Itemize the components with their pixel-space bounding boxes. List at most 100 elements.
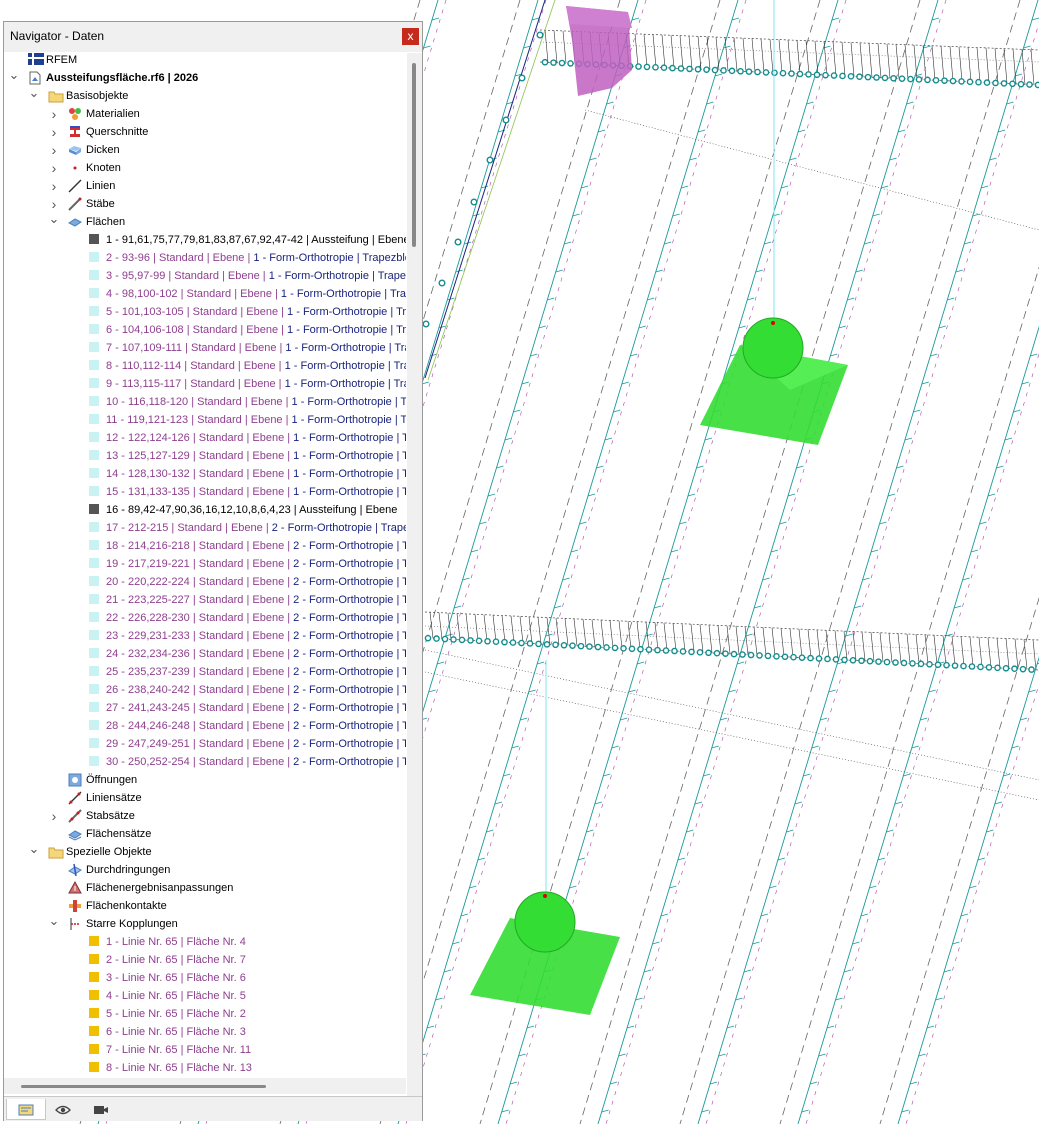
tree-row[interactable]: ⌄Aussteifungsfläche.rf6 | 2026 <box>4 69 406 87</box>
tree-row[interactable]: 3 - Linie Nr. 65 | Fläche Nr. 6 <box>4 969 406 987</box>
tree-row-label: Flächenergebnisanpassungen <box>86 882 234 894</box>
tree-row[interactable]: 12 - 122,124-126 | Standard | Ebene | 1 … <box>4 429 406 447</box>
tree-row[interactable]: 22 - 226,228-230 | Standard | Ebene | 2 … <box>4 609 406 627</box>
tree-row[interactable]: 1 - 91,61,75,77,79,81,83,87,67,92,47-42 … <box>4 231 406 249</box>
vertical-scroll-thumb[interactable] <box>412 63 416 247</box>
chevron-right-icon[interactable]: › <box>51 160 57 176</box>
standard-surface-icon <box>88 341 102 355</box>
tree-row[interactable]: 16 - 89,42-47,90,36,16,12,10,8,6,4,23 | … <box>4 501 406 519</box>
chevron-down-icon[interactable]: ⌄ <box>48 213 60 226</box>
tree-row-orthotropy: 1 - Form-Orthotropie | Trapezblech <box>293 432 406 444</box>
tree-row[interactable]: 27 - 241,243-245 | Standard | Ebene | 2 … <box>4 699 406 717</box>
tree-row[interactable]: 14 - 128,130-132 | Standard | Ebene | 1 … <box>4 465 406 483</box>
tree-row[interactable]: 13 - 125,127-129 | Standard | Ebene | 1 … <box>4 447 406 465</box>
standard-surface-icon <box>88 287 102 301</box>
tree-row[interactable]: 15 - 131,133-135 | Standard | Ebene | 1 … <box>4 483 406 501</box>
standard-surface-icon <box>88 593 102 607</box>
close-icon[interactable]: x <box>402 28 419 45</box>
tree-row[interactable]: Flächensätze <box>4 825 406 843</box>
opening-icon <box>68 773 82 787</box>
tree-row[interactable]: Durchdringungen <box>4 861 406 879</box>
tree-row[interactable]: 9 - 113,115-117 | Standard | Ebene | 1 -… <box>4 375 406 393</box>
tree-row[interactable]: 28 - 244,246-248 | Standard | Ebene | 2 … <box>4 717 406 735</box>
tree-row-label: Stäbe <box>86 198 115 210</box>
tree-row[interactable]: 1 - Linie Nr. 65 | Fläche Nr. 4 <box>4 933 406 951</box>
tree-row[interactable]: Flächenergebnisanpassungen <box>4 879 406 897</box>
tree-row[interactable]: 2 - 93-96 | Standard | Ebene | 1 - Form-… <box>4 249 406 267</box>
tree-row[interactable]: 5 - Linie Nr. 65 | Fläche Nr. 2 <box>4 1005 406 1023</box>
tree-row[interactable]: ›Querschnitte <box>4 123 406 141</box>
tree-row[interactable]: 26 - 238,240-242 | Standard | Ebene | 2 … <box>4 681 406 699</box>
support-box-top[interactable] <box>566 6 632 96</box>
surface-set-icon <box>68 827 82 841</box>
tree-row[interactable]: 18 - 214,216-218 | Standard | Ebene | 2 … <box>4 537 406 555</box>
standard-surface-icon <box>88 449 102 463</box>
tree-row[interactable]: › Stäbe <box>4 195 406 213</box>
tree-row[interactable]: 7 - 107,109-111 | Standard | Ebene | 1 -… <box>4 339 406 357</box>
tree-row[interactable]: 3 - 95,97-99 | Standard | Ebene | 1 - Fo… <box>4 267 406 285</box>
tree-row[interactable]: 8 - 110,112-114 | Standard | Ebene | 1 -… <box>4 357 406 375</box>
tree-row[interactable]: 21 - 223,225-227 | Standard | Ebene | 2 … <box>4 591 406 609</box>
chevron-down-icon[interactable]: ⌄ <box>48 915 60 928</box>
tree-row[interactable]: 20 - 220,222-224 | Standard | Ebene | 2 … <box>4 573 406 591</box>
camera-icon <box>93 1103 109 1121</box>
tree-row[interactable]: ⌄Starre Kopplungen <box>4 915 406 933</box>
tree-row[interactable]: Öffnungen <box>4 771 406 789</box>
chevron-right-icon[interactable]: › <box>51 142 57 158</box>
horizontal-scroll-thumb[interactable] <box>21 1085 266 1088</box>
chevron-down-icon[interactable]: ⌄ <box>28 843 40 856</box>
model-file-icon <box>28 71 42 85</box>
tree-row[interactable]: ›Knoten <box>4 159 406 177</box>
chevron-right-icon[interactable]: › <box>51 124 57 140</box>
tree-row-label: 21 - 223,225-227 | Standard | Ebene | 2 … <box>106 591 406 609</box>
vertical-scrollbar[interactable] <box>407 53 422 1099</box>
tree-row[interactable]: ›Linien <box>4 177 406 195</box>
column-support-lower[interactable] <box>470 660 620 1015</box>
tab-data[interactable] <box>6 1099 46 1120</box>
tree-row[interactable]: 24 - 232,234-236 | Standard | Ebene | 2 … <box>4 645 406 663</box>
column-support-upper[interactable] <box>700 0 848 445</box>
tree-row-orthotropy: 1 - Form-Orthotropie | Trapezblech <box>284 378 406 390</box>
tree-row[interactable]: 4 - Linie Nr. 65 | Fläche Nr. 5 <box>4 987 406 1005</box>
tree-row[interactable]: 23 - 229,231-233 | Standard | Ebene | 2 … <box>4 627 406 645</box>
tree-row[interactable]: 8 - Linie Nr. 65 | Fläche Nr. 13 <box>4 1059 406 1077</box>
tree-row-label: 8 - 110,112-114 | Standard | Ebene | 1 -… <box>106 357 406 375</box>
tree-row[interactable]: ›Materialien <box>4 105 406 123</box>
tree-row[interactable]: ⌄Basisobjekte <box>4 87 406 105</box>
tree-row[interactable]: 6 - 104,106-108 | Standard | Ebene | 1 -… <box>4 321 406 339</box>
chevron-right-icon[interactable]: › <box>51 196 57 212</box>
tree-row[interactable]: 19 - 217,219-221 | Standard | Ebene | 2 … <box>4 555 406 573</box>
chevron-right-icon[interactable]: › <box>51 178 57 194</box>
tab-display[interactable] <box>44 1099 82 1119</box>
tree-row-orthotropy: 2 - Form-Orthotropie | Trapezblech <box>293 684 406 696</box>
tree-row[interactable]: ⌄Flächen <box>4 213 406 231</box>
tree-row[interactable]: 17 - 212-215 | Standard | Ebene | 2 - Fo… <box>4 519 406 537</box>
tree-row[interactable]: Flächenkontakte <box>4 897 406 915</box>
tree-row[interactable]: 5 - 101,103-105 | Standard | Ebene | 1 -… <box>4 303 406 321</box>
rigid-link-item-icon <box>88 1061 102 1075</box>
horizontal-scrollbar[interactable] <box>4 1078 406 1094</box>
tree-row[interactable]: 30 - 250,252-254 | Standard | Ebene | 2 … <box>4 753 406 771</box>
tree-row[interactable]: 25 - 235,237-239 | Standard | Ebene | 2 … <box>4 663 406 681</box>
chevron-right-icon[interactable]: › <box>51 106 57 122</box>
tree-row[interactable]: Liniensätze <box>4 789 406 807</box>
chevron-down-icon[interactable]: ⌄ <box>8 69 20 82</box>
tree-row[interactable]: 10 - 116,118-120 | Standard | Ebene | 1 … <box>4 393 406 411</box>
chevron-down-icon[interactable]: ⌄ <box>28 87 40 100</box>
chevron-right-icon[interactable]: › <box>51 808 57 824</box>
tree-row[interactable]: ›Stabsätze <box>4 807 406 825</box>
tree-row[interactable]: 6 - Linie Nr. 65 | Fläche Nr. 3 <box>4 1023 406 1041</box>
tree-row[interactable]: 11 - 119,121-123 | Standard | Ebene | 1 … <box>4 411 406 429</box>
tree-row-orthotropy: 1 - Form-Orthotropie | Trapezblech <box>291 414 406 426</box>
tree-row[interactable]: RFEM <box>4 53 406 69</box>
tree-row[interactable]: 2 - Linie Nr. 65 | Fläche Nr. 7 <box>4 951 406 969</box>
standard-surface-icon <box>88 557 102 571</box>
tree-row[interactable]: ›Dicken <box>4 141 406 159</box>
stiffening-surface-icon <box>88 503 102 517</box>
tree-row[interactable]: 29 - 247,249-251 | Standard | Ebene | 2 … <box>4 735 406 753</box>
tree-row[interactable]: 4 - 98,100-102 | Standard | Ebene | 1 - … <box>4 285 406 303</box>
tab-views[interactable] <box>82 1099 120 1119</box>
tree-row[interactable]: ⌄Spezielle Objekte <box>4 843 406 861</box>
tree-row[interactable]: 7 - Linie Nr. 65 | Fläche Nr. 11 <box>4 1041 406 1059</box>
